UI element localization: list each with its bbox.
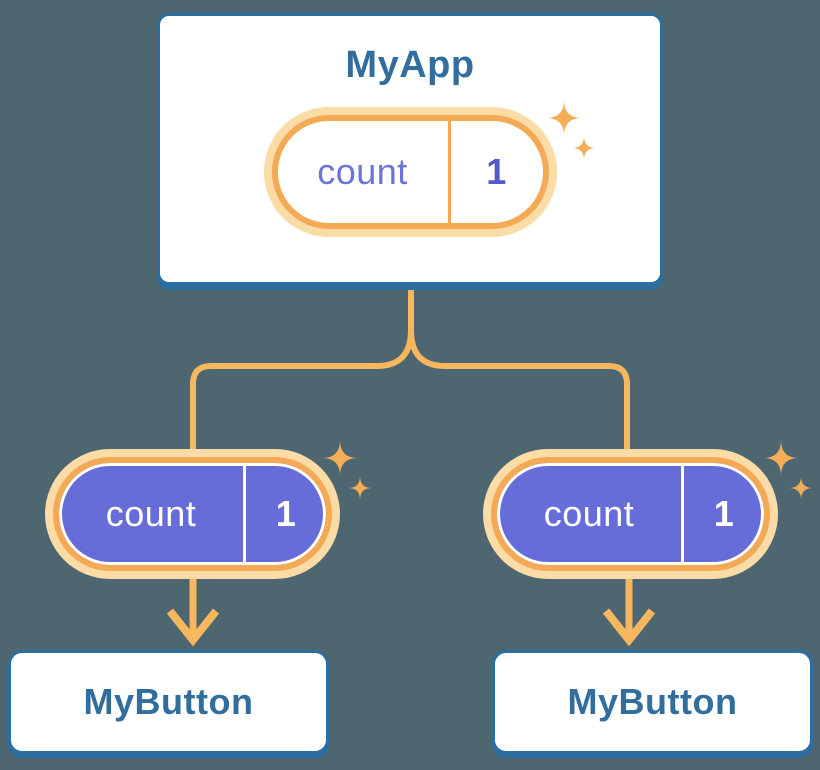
component-title-mybutton: MyButton xyxy=(83,681,254,722)
connector-branch-right xyxy=(408,288,630,522)
prop-name-label: count xyxy=(105,493,197,534)
prop-pill-right: count 1 xyxy=(483,449,778,579)
prop-value: 1 xyxy=(681,463,764,565)
arrowhead-right xyxy=(602,608,656,647)
prop-pill-left: count 1 xyxy=(45,449,340,579)
sparkle-icon xyxy=(546,100,596,160)
component-title-mybutton: MyButton xyxy=(567,681,738,722)
state-value: 1 xyxy=(447,121,543,223)
arrowhead-left xyxy=(166,608,220,647)
prop-name-label: count xyxy=(543,493,635,534)
state-pill: count 1 xyxy=(263,107,557,237)
prop-value: 1 xyxy=(243,463,326,565)
prop-pill-ring: count 1 xyxy=(53,457,332,571)
component-card-mybutton-left: MyButton xyxy=(8,650,329,754)
prop-pill-ring: count 1 xyxy=(491,457,770,571)
state-pill-ring: count 1 xyxy=(271,115,549,229)
connector-branch-left xyxy=(190,288,414,522)
sparkle-icon xyxy=(322,440,372,500)
state-name-label: count xyxy=(317,151,408,192)
component-card-mybutton-right: MyButton xyxy=(492,650,813,754)
component-title-myapp: MyApp xyxy=(345,44,475,86)
sparkle-icon xyxy=(763,440,813,500)
